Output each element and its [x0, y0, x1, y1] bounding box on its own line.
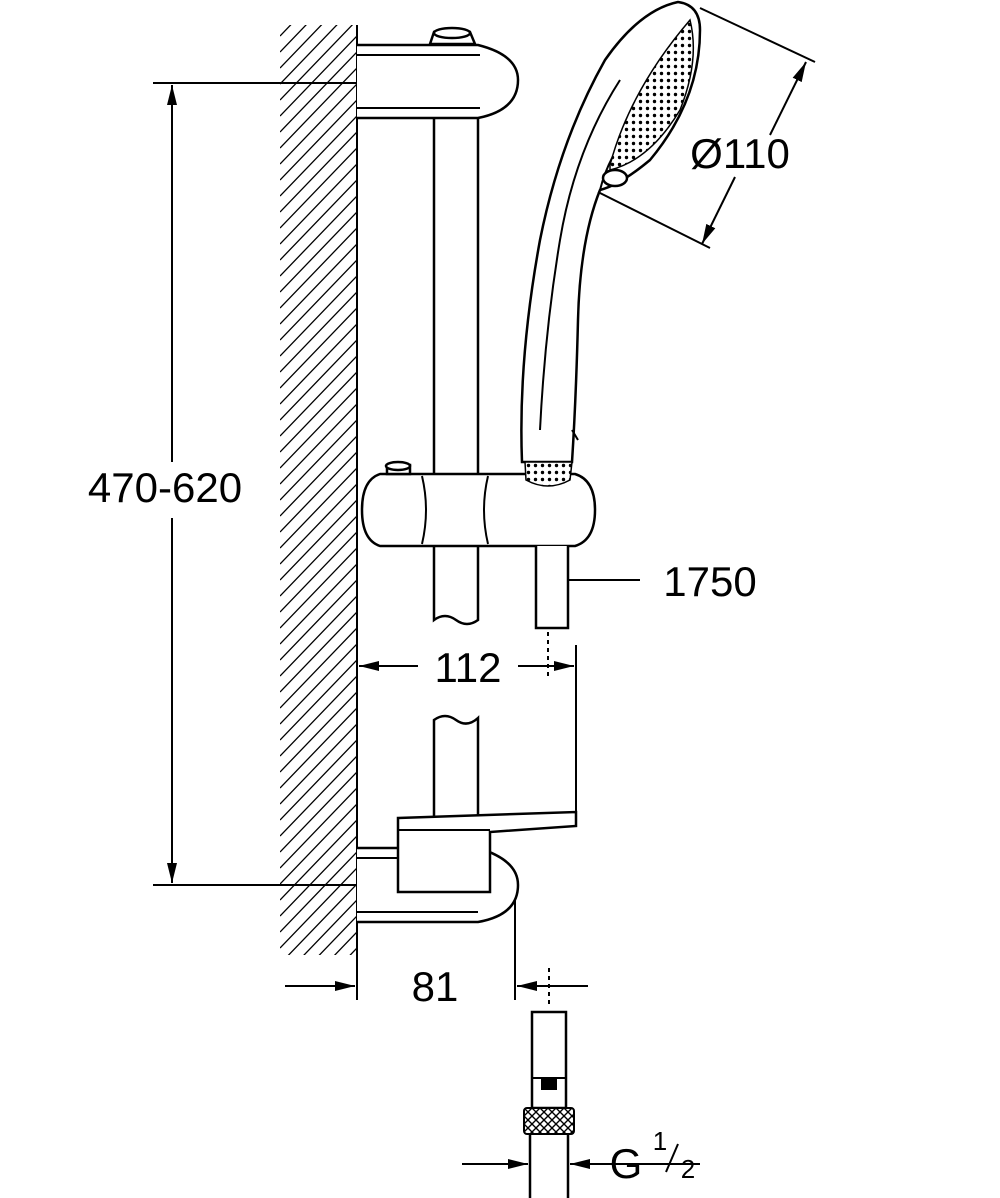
hatch-line — [280, 211, 357, 293]
height-dimension-label: 470-620 — [88, 464, 242, 511]
hatch-line — [280, 307, 357, 389]
upper-wall-bracket — [357, 26, 520, 120]
wall — [280, 0, 358, 1076]
hatch-line — [280, 323, 357, 405]
hatch-line — [280, 99, 357, 181]
hatch-line — [280, 996, 357, 1076]
hatch-line — [280, 964, 357, 1044]
hatch-line — [280, 371, 357, 453]
wall-hatching — [280, 0, 357, 1076]
hatch-line — [280, 51, 357, 133]
hatch-line — [280, 67, 357, 149]
hose-length-dimension: 1750 — [568, 558, 757, 605]
hatch-line — [280, 771, 357, 853]
hatch-line — [280, 595, 357, 677]
hatch-line — [280, 467, 357, 549]
thread-denominator-label: 2 — [681, 1154, 695, 1184]
hatch-line — [280, 819, 357, 901]
hand-shower — [520, 0, 702, 487]
hatch-line — [280, 355, 357, 437]
hatch-line — [280, 515, 357, 597]
hatch-line — [280, 25, 354, 101]
hatch-line — [280, 723, 357, 805]
hatch-line — [349, 947, 357, 955]
lower-wall-bracket — [357, 810, 578, 924]
height-dimension: 470-620 — [60, 82, 357, 886]
hatch-line — [280, 787, 357, 869]
hatch-line — [280, 35, 357, 117]
hatch-line — [287, 883, 357, 955]
hose-connector — [523, 1010, 575, 1198]
hatch-line — [280, 0, 357, 20]
hatch-line — [280, 435, 357, 517]
hatch-line — [280, 275, 357, 357]
hatch-line — [280, 243, 357, 325]
projection-112-dimension: 112 — [359, 632, 577, 812]
hatch-line — [280, 25, 292, 37]
hatch-line — [280, 25, 323, 69]
hatch-line — [280, 227, 357, 309]
hatch-line — [280, 387, 357, 469]
hatch-line — [280, 25, 338, 85]
hatch-line — [280, 531, 357, 613]
thread-prefix-label: G — [610, 1140, 643, 1187]
hatch-line — [280, 980, 357, 1060]
thread-dimension: G 1 2 — [462, 1126, 700, 1187]
thread-numerator-label: 1 — [653, 1126, 667, 1156]
hatch-line — [280, 195, 357, 277]
hatch-line — [280, 867, 357, 949]
hatch-line — [280, 259, 357, 341]
hatch-line — [280, 131, 357, 213]
hatch-line — [280, 579, 357, 661]
hatch-line — [280, 851, 357, 933]
hatch-line — [280, 403, 357, 485]
hatch-line — [280, 627, 357, 709]
hatch-line — [280, 483, 357, 565]
hatch-line — [280, 499, 357, 581]
projection-112-label: 112 — [435, 644, 502, 691]
hatch-line — [280, 339, 357, 421]
diameter-dimension-label: Ø110 — [690, 130, 790, 177]
hatch-line — [280, 547, 357, 629]
hose-length-label: 1750 — [663, 558, 756, 605]
hatch-line — [280, 563, 357, 645]
hatch-line — [280, 739, 357, 821]
hatch-line — [280, 675, 357, 757]
hatch-line — [280, 659, 357, 741]
projection-81-label: 81 — [412, 963, 459, 1010]
hatch-line — [333, 931, 357, 955]
hatch-line — [280, 83, 357, 165]
hatch-line — [280, 147, 357, 229]
hatch-line — [280, 419, 357, 501]
hatch-line — [280, 803, 357, 885]
hatch-line — [280, 755, 357, 837]
diameter-dimension: Ø110 — [597, 7, 816, 249]
hatch-line — [280, 835, 357, 917]
hatch-line — [280, 707, 357, 789]
hatch-line — [280, 115, 357, 197]
hatch-line — [280, 163, 357, 245]
hatch-line — [318, 915, 357, 955]
projection-81-dimension: 81 — [285, 900, 588, 1010]
hatch-line — [303, 899, 357, 955]
hatch-line — [280, 451, 357, 533]
hatch-line — [280, 691, 357, 773]
hatch-line — [280, 643, 357, 725]
hatch-line — [280, 179, 357, 261]
hatch-line — [280, 25, 307, 53]
hatch-line — [280, 611, 357, 693]
hatch-line — [280, 291, 357, 373]
slider-holder — [360, 460, 597, 630]
shower-rail — [432, 118, 480, 840]
